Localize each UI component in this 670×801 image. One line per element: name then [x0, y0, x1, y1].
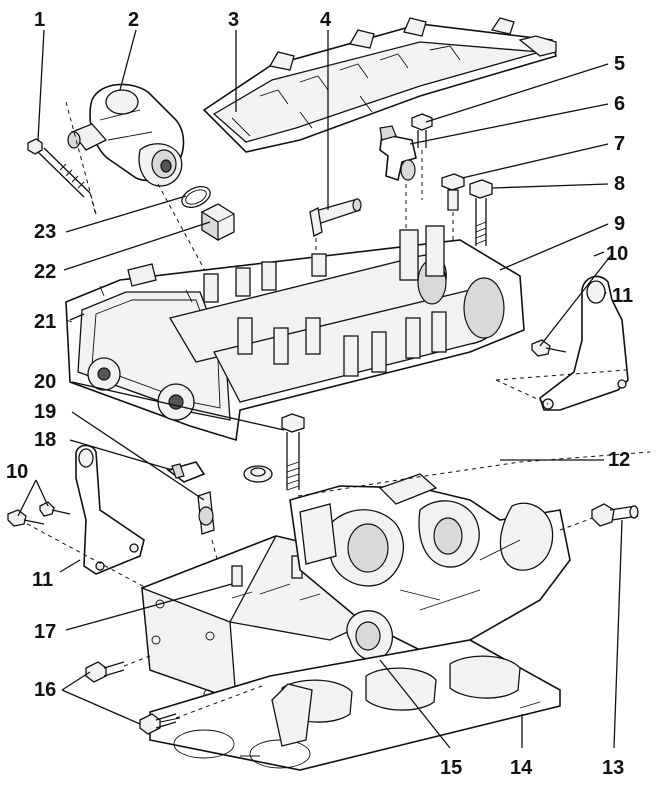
part-19-washer	[243, 465, 273, 483]
callout-20: 20	[34, 371, 56, 393]
callout-16: 16	[34, 679, 56, 701]
part-4-guide-sleeve	[309, 198, 362, 258]
callout-7: 7	[614, 133, 625, 155]
callout-10-left: 10	[6, 461, 28, 483]
part-7-bolt	[441, 173, 465, 248]
part-23-o-ring	[181, 186, 211, 208]
callout-11-left: 11	[32, 569, 53, 591]
part-1-stud-bolt	[27, 138, 97, 217]
callout-23: 23	[34, 221, 56, 243]
part-16-studs	[85, 655, 263, 735]
part-14-gasket	[149, 639, 561, 771]
part-10-left-bolts	[7, 501, 71, 527]
callout-5: 5	[614, 53, 625, 75]
part-10-right-bolt	[531, 339, 567, 357]
callout-14: 14	[510, 757, 533, 779]
part-6-sensor	[379, 125, 417, 240]
part-11-right-bracket	[495, 275, 629, 411]
part-8-long-bolt	[469, 179, 493, 246]
callout-19: 19	[34, 401, 56, 423]
part-2-high-pressure-pump	[65, 83, 211, 281]
callout-2: 2	[128, 9, 139, 31]
part-20-long-bolt	[281, 413, 305, 491]
part-13-bolt	[591, 503, 639, 527]
exhaust-manifold-turbo	[289, 451, 651, 661]
callout-21: 21	[34, 311, 56, 333]
callout-13: 13	[602, 757, 624, 779]
part-3-intake-manifold	[202, 17, 557, 153]
callout-12: 12	[608, 449, 630, 471]
callout-18: 18	[34, 429, 56, 451]
part-21-cylinder-head-cover	[65, 225, 525, 442]
part-18-sensor	[166, 461, 206, 483]
callout-4: 4	[320, 9, 332, 31]
part-22-tappet	[201, 203, 235, 242]
callout-15: 15	[440, 757, 462, 779]
callout-6: 6	[614, 93, 625, 115]
part-5-bolt	[411, 113, 433, 200]
callout-22: 22	[34, 261, 56, 283]
callout-9: 9	[614, 213, 625, 235]
part-11-left-bracket	[19, 444, 151, 591]
callout-8: 8	[614, 173, 625, 195]
cover-columns	[203, 225, 447, 377]
callout-17: 17	[34, 621, 56, 643]
callout-3: 3	[228, 9, 239, 31]
callout-labels: 1 2 3 4 5 6 7 8 9 10 11 12 13 14 15 16 1…	[6, 9, 633, 779]
callout-1: 1	[34, 9, 45, 31]
callout-11-right: 11	[612, 285, 633, 307]
callout-10-right: 10	[606, 243, 628, 265]
leader-lines	[17, 29, 623, 749]
